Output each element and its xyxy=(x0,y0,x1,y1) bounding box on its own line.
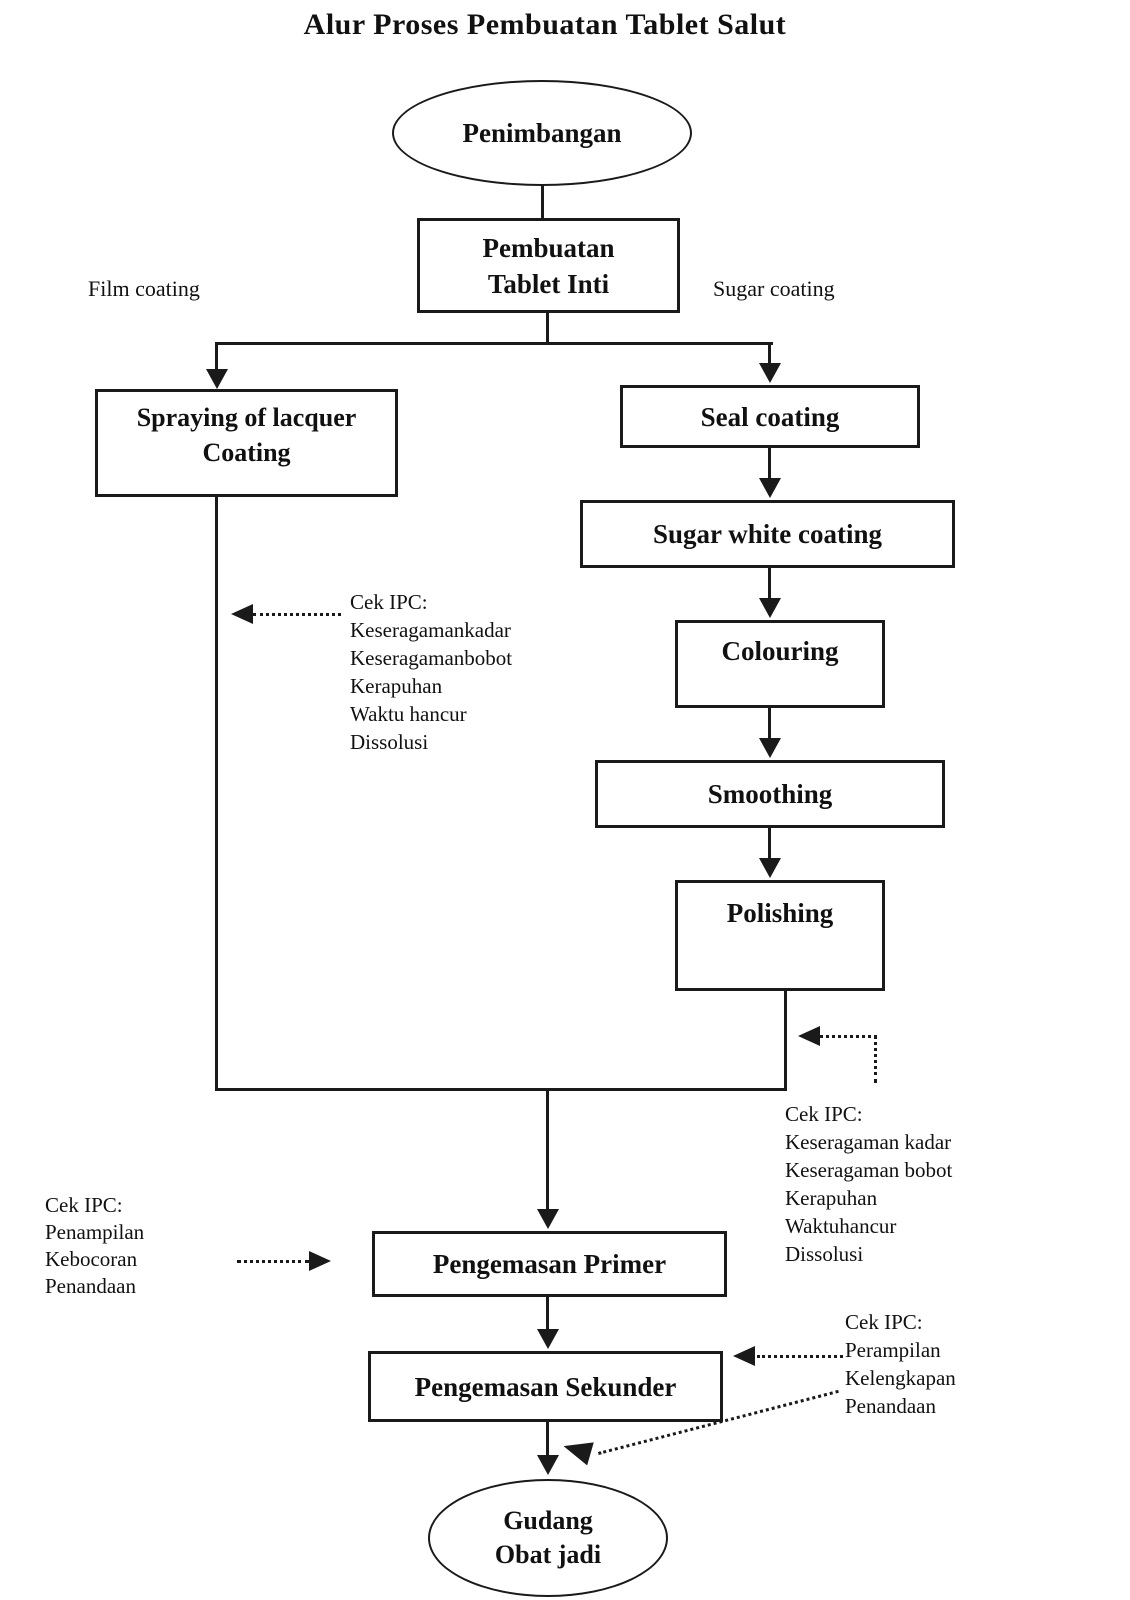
branch-label-film-coating: Film coating xyxy=(88,276,200,301)
arrowhead-to-seal-coating xyxy=(759,363,781,383)
node-gudang-line2: Obat jadi xyxy=(494,1540,602,1569)
note-item: Waktu hancur xyxy=(350,702,467,726)
edge-pembuatan-split xyxy=(546,313,549,343)
note-item: Perampilan xyxy=(845,1338,941,1362)
dotted-line-ipc-sugar-h xyxy=(820,1035,877,1038)
arrowhead-ipc-film xyxy=(231,604,253,624)
edge-collector-horizontal xyxy=(215,1088,787,1091)
edge-sekunder-gudang xyxy=(546,1422,549,1457)
note-item: Penampilan xyxy=(45,1220,145,1244)
node-smoothing-label: Smoothing xyxy=(707,779,833,809)
note-item: Dissolusi xyxy=(350,730,429,754)
note-item: Keseragaman bobot xyxy=(785,1158,953,1182)
note-ipc-sugar-coating: Cek IPC: Keseragaman kadar Keseragaman b… xyxy=(785,1100,952,1268)
note-item: Keseragaman kadar xyxy=(785,1130,952,1154)
dotted-line-ipc-sugar-v xyxy=(874,1035,877,1083)
edge-colouring-smoothing xyxy=(768,708,771,740)
note-ipc-film-coating: Cek IPC: Keseragamankadar Keseragamanbob… xyxy=(350,588,512,756)
page-title: Alur Proses Pembuatan Tablet Salut xyxy=(303,8,787,41)
note-ipc-pengemasan-primer: Cek IPC: Penampilan Kebocoran Penandaan xyxy=(45,1192,144,1300)
arrowhead-ipc-sekunder xyxy=(733,1346,755,1366)
note-item: Dissolusi xyxy=(785,1242,864,1266)
arrowhead-ipc-primer xyxy=(309,1251,331,1271)
edge-split-right xyxy=(768,342,771,364)
note-title: Cek IPC: xyxy=(45,1193,123,1217)
note-item: Penandaan xyxy=(45,1274,136,1298)
edge-spraying-collector xyxy=(215,497,218,1091)
dotted-line-ipc-primer xyxy=(237,1260,309,1263)
node-penimbangan: Penimbangan xyxy=(392,80,692,186)
edge-polishing-collector xyxy=(784,991,787,1091)
node-spraying-of-lacquer-coating: Spraying of lacquer Coating xyxy=(95,389,398,497)
edge-split-left xyxy=(215,342,218,370)
node-sugar-white-label: Sugar white coating xyxy=(652,519,882,549)
note-item: Kerapuhan xyxy=(785,1186,878,1210)
edge-sugarwhite-colouring xyxy=(768,568,771,600)
node-pengemasan-primer: Pengemasan Primer xyxy=(372,1231,727,1297)
arrowhead-ipc-sugar xyxy=(798,1026,820,1046)
node-pembuatan-line2: Tablet Inti xyxy=(487,268,610,299)
note-item: Kerapuhan xyxy=(350,674,443,698)
node-penimbangan-label: Penimbangan xyxy=(462,118,622,148)
arrowhead-to-gudang xyxy=(537,1455,559,1475)
note-title: Cek IPC: xyxy=(845,1310,923,1334)
dotted-line-ipc-sekunder xyxy=(757,1355,843,1358)
edge-penimbangan-pembuatan xyxy=(541,185,544,219)
dotted-line-ipc-film xyxy=(253,613,341,616)
edge-collector-primer xyxy=(546,1091,549,1211)
node-pengemasan-sekunder: Pengemasan Sekunder xyxy=(368,1351,723,1422)
node-smoothing: Smoothing xyxy=(595,760,945,828)
node-spraying-line1: Spraying of lacquer xyxy=(136,403,357,432)
arrowhead-to-smoothing xyxy=(759,738,781,758)
note-item: Waktuhancur xyxy=(785,1214,897,1238)
note-item: Kelengkapan xyxy=(845,1366,956,1390)
node-polishing-label: Polishing xyxy=(726,898,834,928)
node-gudang-line1: Gudang xyxy=(503,1506,593,1535)
note-item: Kebocoran xyxy=(45,1247,138,1271)
note-item: Keseragamanbobot xyxy=(350,646,513,670)
node-seal-coating-label: Seal coating xyxy=(700,401,840,432)
node-sugar-white-coating: Sugar white coating xyxy=(580,500,955,568)
edge-primer-sekunder xyxy=(546,1297,549,1330)
arrowhead-to-polishing xyxy=(759,858,781,878)
note-item: Penandaan xyxy=(845,1394,936,1418)
arrowhead-to-spraying xyxy=(206,369,228,389)
node-pembuatan-line1: Pembuatan xyxy=(482,232,615,263)
node-pembuatan-tablet-inti: Pembuatan Tablet Inti xyxy=(417,218,680,313)
note-item: Keseragamankadar xyxy=(350,618,511,642)
arrowhead-ipc-sekunder-diagonal xyxy=(560,1434,594,1466)
note-title: Cek IPC: xyxy=(350,590,428,614)
edge-seal-sugarwhite xyxy=(768,448,771,480)
branch-label-sugar-coating: Sugar coating xyxy=(713,276,835,301)
edge-split-horizontal xyxy=(216,342,773,345)
edge-smoothing-polishing xyxy=(768,828,771,860)
arrowhead-to-colouring xyxy=(759,598,781,618)
node-sekunder-label: Pengemasan Sekunder xyxy=(414,1371,677,1402)
arrowhead-to-sekunder xyxy=(537,1329,559,1349)
node-primer-label: Pengemasan Primer xyxy=(432,1249,667,1279)
node-colouring-label: Colouring xyxy=(721,636,839,666)
node-gudang-obat-jadi: Gudang Obat jadi xyxy=(428,1479,668,1597)
note-title: Cek IPC: xyxy=(785,1102,863,1126)
node-spraying-line2: Coating xyxy=(202,438,291,467)
node-seal-coating: Seal coating xyxy=(620,385,920,448)
node-colouring: Colouring xyxy=(675,620,885,708)
arrowhead-to-primer xyxy=(537,1209,559,1229)
note-ipc-pengemasan-sekunder: Cek IPC: Perampilan Kelengkapan Penandaa… xyxy=(845,1308,956,1420)
arrowhead-to-sugar-white xyxy=(759,478,781,498)
node-polishing: Polishing xyxy=(675,880,885,991)
